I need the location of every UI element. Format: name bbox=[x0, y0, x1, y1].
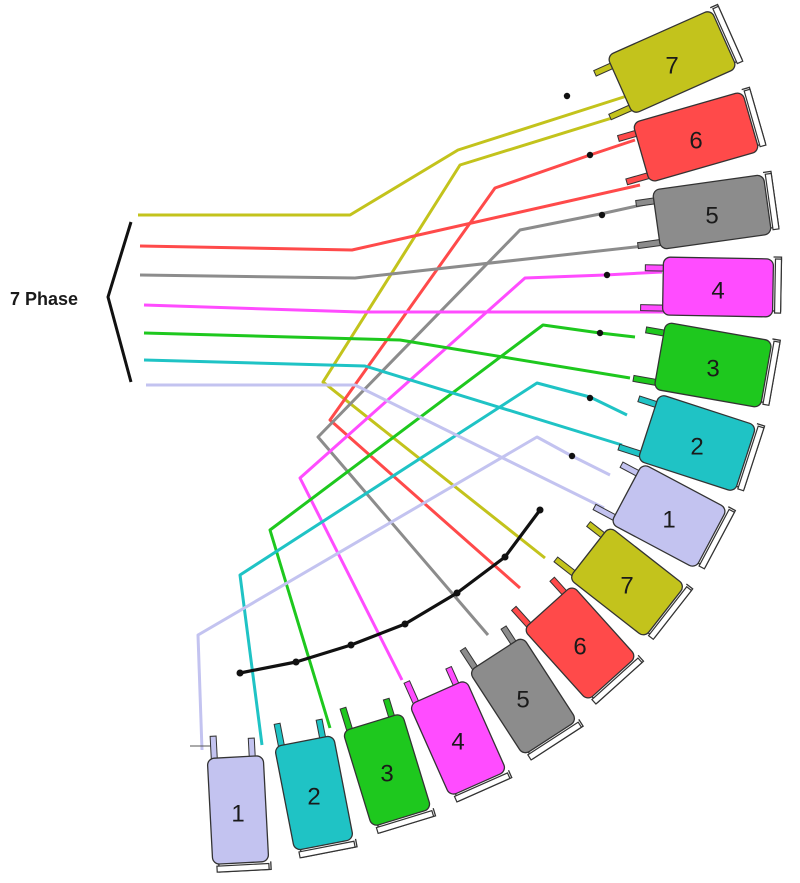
terminal-dot bbox=[563, 92, 571, 100]
phase-bracket bbox=[106, 221, 133, 383]
wire-phase-2 bbox=[143, 358, 623, 447]
phase-label: 7 Phase bbox=[10, 289, 78, 309]
coil-label: 5 bbox=[516, 687, 529, 714]
coil-body bbox=[608, 11, 736, 113]
coil-label: 4 bbox=[451, 729, 464, 756]
connector-dot bbox=[536, 506, 544, 514]
coil-14 bbox=[593, 3, 744, 121]
coil-mount bbox=[298, 840, 356, 859]
coil-mount bbox=[375, 809, 435, 835]
coil-label: 4 bbox=[711, 278, 724, 305]
coil-9 bbox=[617, 395, 766, 492]
coil-mount bbox=[773, 258, 783, 314]
wire-phase-5 bbox=[139, 243, 654, 280]
coil-mount bbox=[764, 172, 780, 231]
coil-13 bbox=[616, 86, 767, 186]
coil-body bbox=[654, 322, 772, 408]
coil-label: 6 bbox=[573, 634, 586, 661]
terminal-dot bbox=[568, 452, 576, 460]
connector-dot bbox=[347, 641, 355, 649]
coil-6 bbox=[510, 576, 645, 705]
coil-2 bbox=[273, 718, 358, 859]
wire-phase-4 bbox=[298, 270, 663, 681]
star-connector bbox=[190, 506, 544, 747]
coil-1 bbox=[206, 735, 272, 873]
coil-body bbox=[410, 681, 506, 795]
coil-body bbox=[638, 395, 756, 491]
terminal-dot bbox=[586, 394, 594, 402]
coil-body bbox=[525, 587, 635, 699]
coil-mount bbox=[737, 425, 765, 492]
coil-lead bbox=[209, 735, 218, 761]
connector-dot bbox=[292, 658, 300, 666]
coil-lead bbox=[640, 304, 666, 312]
connector-dot bbox=[453, 589, 461, 597]
wire-phase-5 bbox=[316, 200, 656, 636]
wire-phase-4 bbox=[143, 303, 665, 314]
coil-mount bbox=[712, 5, 744, 65]
phase-bracket-group: 7 Phase bbox=[10, 221, 133, 383]
connector-dot bbox=[501, 553, 509, 561]
coil-body bbox=[612, 465, 726, 567]
wire-phase-6 bbox=[328, 138, 636, 590]
coil-mount bbox=[698, 508, 736, 570]
coil-label: 1 bbox=[231, 801, 244, 828]
coil-body bbox=[206, 755, 270, 865]
coil-mount bbox=[591, 657, 643, 705]
coil-10 bbox=[632, 322, 782, 408]
coil-body bbox=[343, 714, 431, 826]
coil-lead bbox=[632, 374, 659, 387]
wire-phase-2 bbox=[238, 381, 628, 746]
coil-8 bbox=[592, 461, 737, 570]
wire-phase-1 bbox=[146, 383, 605, 510]
coil-mount bbox=[743, 88, 767, 148]
coil-body bbox=[633, 92, 759, 182]
terminal-dot bbox=[586, 151, 594, 159]
coil-mount bbox=[527, 721, 583, 761]
coil-label: 3 bbox=[380, 761, 393, 788]
terminal-dot bbox=[603, 271, 611, 279]
coil-mount bbox=[762, 340, 781, 407]
wire-phase-7 bbox=[138, 93, 631, 217]
coil-lead bbox=[247, 737, 256, 759]
coil-mount bbox=[216, 862, 270, 873]
coil-label: 1 bbox=[662, 507, 675, 534]
wire-phase-1 bbox=[196, 435, 611, 751]
coil-label: 3 bbox=[706, 356, 719, 383]
wire-phase-6 bbox=[139, 183, 641, 252]
coil-group: 1 2 3 4 5 6 7 1 2 3 4 5 6 7 bbox=[206, 3, 783, 873]
coil-label: 7 bbox=[665, 53, 678, 80]
coil-5 bbox=[459, 625, 585, 761]
connector-dot bbox=[401, 620, 409, 628]
neutral-connector-line bbox=[239, 509, 542, 675]
coil-7 bbox=[553, 520, 694, 641]
wire-phase-3 bbox=[268, 323, 636, 729]
coil-3 bbox=[339, 697, 437, 835]
terminal-dot bbox=[598, 211, 606, 219]
coil-body bbox=[470, 638, 576, 754]
coil-label: 2 bbox=[690, 434, 703, 461]
coil-body bbox=[274, 735, 354, 851]
coil-body bbox=[652, 174, 772, 250]
coil-4 bbox=[403, 665, 513, 803]
coil-mount bbox=[647, 585, 693, 641]
coil-label: 5 bbox=[705, 203, 718, 230]
wire-phase-3 bbox=[143, 331, 631, 380]
coil-11 bbox=[640, 256, 783, 318]
phase-wires bbox=[138, 92, 665, 751]
coil-label: 7 bbox=[620, 573, 633, 600]
coil-label: 2 bbox=[307, 784, 320, 811]
coil-body bbox=[661, 256, 775, 318]
coil-12 bbox=[635, 170, 780, 250]
coil-mount bbox=[453, 772, 511, 803]
terminal-dot bbox=[596, 329, 604, 337]
coil-lead bbox=[273, 722, 286, 749]
coil-lead bbox=[636, 238, 663, 250]
coil-body bbox=[571, 528, 683, 636]
coil-lead bbox=[644, 264, 666, 272]
connector-dot bbox=[236, 669, 244, 677]
coil-label: 6 bbox=[689, 128, 702, 155]
